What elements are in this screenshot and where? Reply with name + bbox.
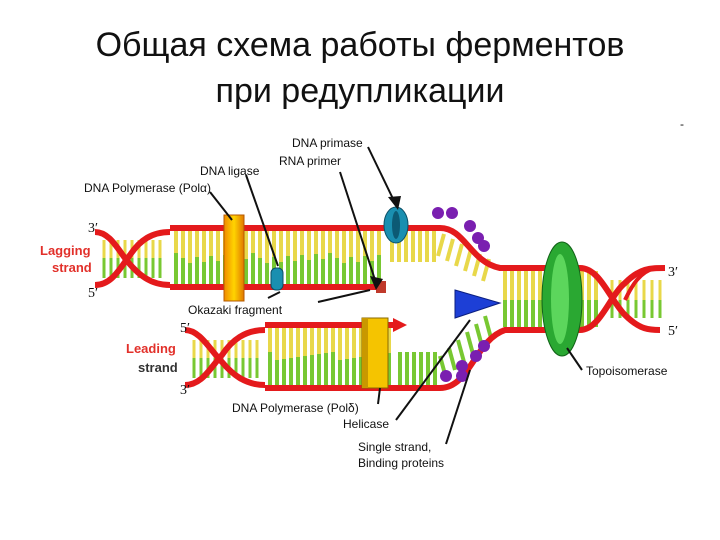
end-label: 5′ [180, 321, 190, 336]
leading-helix-left [184, 327, 266, 388]
label-leading-line-1: Leading [126, 341, 176, 356]
pointer-lines [209, 146, 583, 445]
label-lagging-line-2: strand [52, 260, 92, 275]
label-leading-line-2: strand [138, 360, 178, 375]
single-strand-binding-proteins [432, 207, 490, 382]
label-lagging-line-1: Lagging [40, 243, 91, 258]
base-pair-rung [436, 233, 446, 257]
ssb-protein [440, 370, 452, 382]
ssb-protein [470, 350, 482, 362]
label-helicase: Helicase [343, 417, 389, 431]
base-pair-rung [463, 248, 473, 272]
pointer-arrowhead [388, 196, 401, 210]
label-dna-primase: DNA primase [292, 136, 363, 150]
label-dna-polymerase-alpha: DNA Polymerase (Polα) [84, 181, 211, 195]
base-pair-rung [445, 238, 455, 262]
ssb-protein [456, 360, 468, 372]
label-topoisomerase: Topoisomerase [586, 364, 668, 378]
label-ssb-line-2: Binding proteins [358, 456, 444, 470]
end-label: 3′ [88, 221, 98, 236]
label-rna-primer: RNA primer [279, 154, 341, 168]
corner-mark: - [680, 117, 684, 131]
pointer-arrowhead [370, 276, 383, 290]
base-pair-rung [447, 347, 457, 371]
leading-direction-arrow [393, 318, 407, 332]
dna-ligase [270, 267, 284, 291]
base-pair-rung [465, 331, 475, 355]
helicase [454, 289, 502, 319]
ssb-protein [464, 220, 476, 232]
topoisomerase [541, 241, 583, 357]
parent-duplex-helix [555, 265, 666, 333]
title-line-1: Общая схема работы ферментов [95, 26, 625, 64]
lagging-helix-left [94, 229, 171, 288]
label-dna-ligase: DNA ligase [200, 164, 260, 178]
ssb-protein [478, 240, 490, 252]
dna-polymerase-alpha [223, 214, 245, 302]
polymerase-shade [362, 318, 368, 388]
rna-primer [376, 281, 386, 293]
base-pair-rung [483, 315, 493, 339]
ssb-protein [446, 207, 458, 219]
label-ssb-line-1: Single strand, [358, 440, 431, 454]
ssb-protein [432, 207, 444, 219]
base-pair-rung [456, 339, 466, 363]
slide-title: Общая схема работы ферментов при редупли… [0, 22, 720, 114]
leading-template-strand [265, 327, 555, 391]
base-pair-rung [454, 243, 464, 267]
ssb-protein [478, 340, 490, 352]
end-label: 5′ [88, 286, 98, 301]
ssb-protein [456, 370, 468, 382]
label-okazaki-fragment: Okazaki fragment [188, 303, 283, 317]
title-line-2: при редупликации [215, 72, 505, 110]
lagging-template-strand [170, 225, 555, 271]
end-label: 5′ [668, 324, 678, 339]
label-dna-polymerase-delta: DNA Polymerase (Polδ) [232, 401, 359, 415]
dna-primase [383, 206, 409, 244]
end-label: 3′ [668, 265, 678, 280]
end-label: 3′ [180, 383, 190, 398]
